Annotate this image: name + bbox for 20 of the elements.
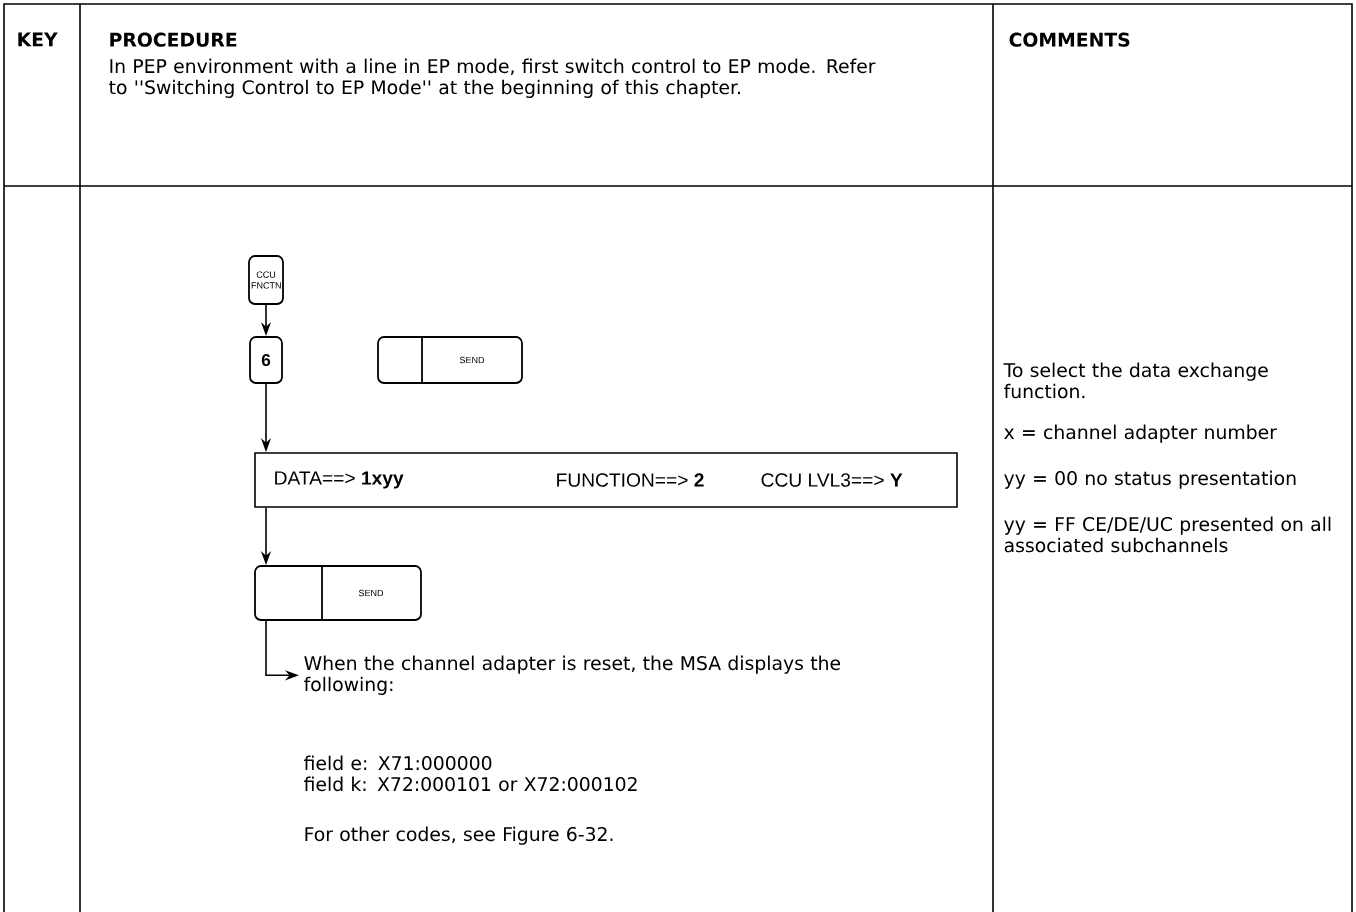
key-button: SEND	[377, 336, 523, 384]
note-text: In PEP environment with a line in EP mode, first switch control to EP mode. Refer to ''Switching Control to EP Mode'' at the beginning of this chapter.	[109, 58, 876, 98]
key-button: CCU FNCTN	[248, 255, 284, 305]
note-text: For other codes, see Figure 6-32.	[305, 826, 613, 845]
note-text: yy = FF CE/DE/UC presented on all associated subchannels	[1004, 516, 1331, 553]
key-button: 6	[249, 336, 283, 384]
column-heading: COMMENTS	[1009, 32, 1130, 47]
display-text: DATA==> 1xyy	[275, 471, 404, 489]
column-heading: KEY	[18, 32, 58, 47]
note-text: x = channel adapter number	[1004, 424, 1277, 443]
step-text: When the channel adapter is reset, the MSA displays the following:	[304, 655, 841, 695]
column-heading: PROCEDURE	[110, 32, 237, 47]
display-text: CCU LVL3==> Y	[761, 473, 903, 487]
note-text: field e: X71:000000	[304, 755, 492, 771]
note-text: To select the data exchange function.	[1003, 362, 1268, 399]
note-text: field k: X72:000101 or X72:000102	[304, 776, 637, 792]
key-button: SEND	[254, 565, 422, 621]
display-text: FUNCTION==> 2	[557, 473, 704, 487]
display-panel	[254, 452, 958, 508]
note-text: yy = 00 no status presentation	[1004, 470, 1296, 489]
